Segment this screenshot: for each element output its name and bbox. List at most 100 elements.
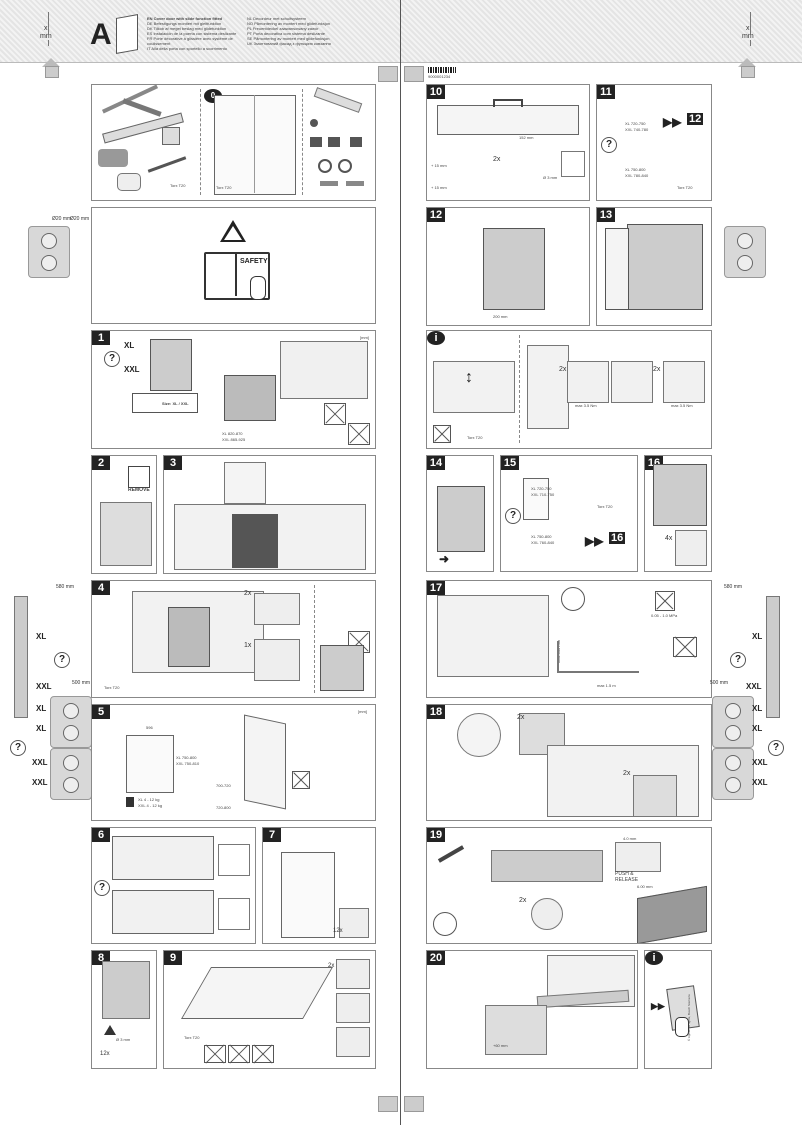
height-range: XL 750-800 (176, 755, 197, 760)
detail-box (485, 1005, 547, 1055)
step-number: 17 (427, 581, 445, 595)
left-dimension: x mm (34, 12, 64, 46)
screw-icon (310, 119, 318, 127)
separator (519, 335, 520, 443)
size-label: XL (752, 632, 763, 641)
book-spine (235, 252, 237, 296)
dishwasher-drawing (320, 645, 364, 691)
lang-line: IT Alla della porta con sportello a scor… (147, 46, 227, 51)
hole-icon (725, 777, 741, 793)
count-label: 2x (559, 366, 567, 373)
kitchen-counter (437, 595, 549, 677)
step-number: 5 (92, 705, 110, 719)
dishwasher-drawing (150, 339, 192, 391)
warning-triangle-inner (224, 226, 242, 240)
lang-line: FR Porte décorative à glissière avec sys… (147, 36, 233, 46)
torx-label: Torx T20 (677, 185, 693, 190)
height-range: XL 720-750 (531, 486, 552, 491)
separator (200, 89, 201, 195)
bracket-icon (350, 137, 362, 147)
wrong-icon (655, 591, 675, 611)
height-range: XL 720-750 (625, 121, 646, 126)
panel-step-15: 15 ? XL 720-750 XXL 710-750 XL 750-800 X… (500, 455, 638, 572)
step-number: 6 (92, 828, 110, 842)
door-rail-drawing (14, 596, 28, 718)
door-panel-drawing (214, 95, 296, 195)
count-label: 2x (493, 156, 501, 163)
size-label: XXL (32, 778, 48, 787)
count-label: 12x (333, 928, 343, 934)
hole-icon (63, 725, 79, 741)
door-rail-drawing (766, 596, 780, 718)
push-label: PUSH & (615, 871, 634, 877)
height-range: XXL 780-840 (625, 173, 649, 178)
step-number: 19 (427, 828, 445, 842)
dishwasher-drawing (627, 224, 703, 310)
next-step-badge: 16 (609, 532, 626, 544)
size-label: XL (36, 632, 47, 641)
foot-detail (254, 593, 300, 625)
size-range: XL 820-870 (222, 431, 243, 436)
up-arrow-stem (45, 66, 59, 78)
step-number: 11 (597, 85, 615, 99)
panel-step-18: 18 2x 2x (426, 704, 712, 821)
push-arrow-icon: ➜ (439, 552, 450, 566)
magnifier-icon (561, 587, 585, 611)
dim-label: + 15 mm (431, 163, 447, 168)
detail-box (336, 1027, 370, 1057)
hole-icon (737, 255, 753, 271)
detail-box (611, 361, 653, 403)
lang-line: PT Porta decorativa com sistema deslizan… (247, 31, 325, 36)
forward-icon: ▶▶ (651, 1001, 665, 1011)
mm-label: mm (40, 33, 52, 40)
panel-step-10: 10 152 mm + 15 mm + 15 mm 2x Ø 3 mm (426, 84, 590, 201)
rail-icon (346, 181, 364, 186)
step-number: 13 (597, 208, 615, 222)
step-number: 3 (164, 456, 182, 470)
lang-line: ES Instalación de la puerta con sistema … (147, 31, 237, 36)
lang-line: DK Tilkob af meget beslag med glidefunkt… (147, 26, 227, 31)
clip-icon (318, 159, 332, 173)
forward-icon: ▶▶ (585, 534, 604, 548)
level-scale-icon (433, 912, 457, 936)
drill-detail (561, 151, 585, 177)
frame-drawing (112, 890, 214, 934)
fold-arrow-icon (378, 66, 398, 82)
rail-icon (320, 181, 338, 186)
panel-step-6: 6 ? (91, 827, 256, 944)
detail-box (633, 775, 677, 817)
hinge-plate (50, 696, 92, 748)
barcode-number: 9000001234 (428, 74, 451, 79)
count-label: 2x (244, 590, 252, 597)
hinge-plate (28, 226, 70, 278)
dishwasher-drawing (224, 375, 276, 421)
panel-step-9: 9 Torx T20 2x (163, 950, 376, 1069)
hole-icon (63, 703, 79, 719)
dishwasher-side-drawing (527, 345, 569, 429)
next-step-badge: 12 (687, 113, 704, 125)
drill-icon (98, 149, 128, 167)
count-label: 2x (653, 366, 661, 373)
detail-box (675, 530, 707, 566)
door-panel-icon (116, 14, 138, 54)
panel-step-14: 14 ➜ (426, 455, 494, 572)
x-label: x (746, 25, 750, 32)
fold-arrow-icon (378, 1096, 398, 1112)
dishwasher-drawing (437, 486, 485, 552)
fold-arrow-icon (404, 1096, 424, 1112)
weight-range: XL 4 - 12 kg (138, 797, 160, 802)
center-fold-line (400, 0, 401, 1125)
question-icon: ? (505, 508, 521, 524)
remove-label: REMOVE (128, 487, 150, 493)
height-range: XXL 750-810 (176, 761, 200, 766)
bracket-icon (328, 137, 340, 147)
screwdriver-icon (147, 156, 187, 173)
info-icon: i (427, 331, 445, 345)
width-label: 596 (146, 725, 153, 730)
barcode (428, 67, 456, 73)
torx-label: Torx T20 (104, 685, 120, 690)
hand-pointer-icon (250, 276, 266, 300)
question-icon: ? (768, 740, 784, 756)
hinge-plate (712, 748, 754, 800)
size-label: XL (36, 704, 47, 713)
